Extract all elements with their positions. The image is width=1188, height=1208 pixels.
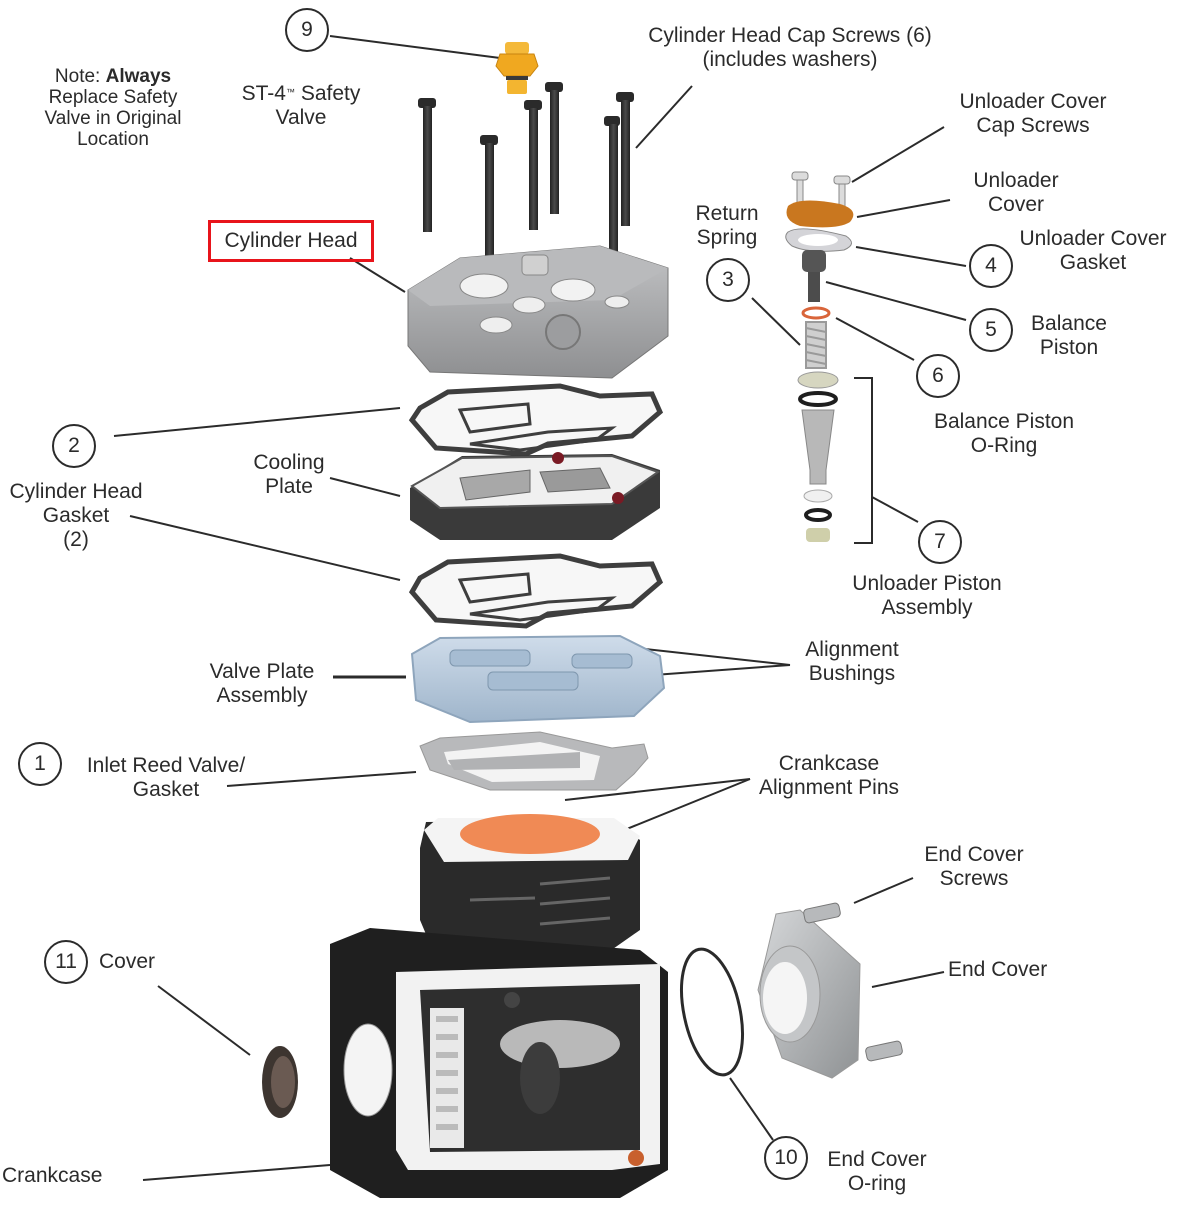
inlet-reed-gasket-part [419, 731, 649, 791]
safety-valve-part [495, 42, 539, 94]
cylinder-head-highlight-box [208, 220, 374, 262]
callout-4: 4 [969, 244, 1013, 288]
unloader-piston-assembly-part [797, 371, 839, 542]
end-cover-oring-part [680, 947, 744, 1077]
cooling-plate-label: Cooling Plate [253, 451, 325, 498]
inlet-reed-valve-label: Inlet Reed Valve/ Gasket [86, 754, 246, 801]
unloader-cap-screws-part [791, 171, 851, 209]
callout-3: 3 [706, 258, 750, 302]
cap-screws-label: Cylinder Head Cap Screws (6) (includes w… [648, 24, 932, 71]
end-cover-part [757, 909, 861, 1079]
note-bold: Always [105, 66, 172, 87]
crankcase-part [330, 814, 668, 1198]
unloader-cover-gasket-label: Unloader Cover Gasket [1019, 227, 1167, 274]
unloader-cover-cap-screws-label: Unloader Cover Cap Screws [959, 90, 1107, 137]
note-line-2: Valve in Original [44, 108, 182, 129]
callout-10: 10 [764, 1136, 808, 1180]
balance-piston-part [802, 250, 826, 302]
return-spring-label: Return Spring [695, 202, 759, 249]
note-line-3: Location [77, 129, 149, 150]
unloader-gasket-part [785, 228, 852, 252]
cover-label: Cover [99, 950, 156, 973]
callout-11: 11 [44, 940, 88, 984]
callout-2: 2 [52, 424, 96, 468]
cooling-plate-part [410, 452, 661, 540]
valve-plate-assembly-label: Valve Plate Assembly [209, 660, 315, 707]
balance-piston-oring-part [801, 306, 831, 320]
callout-6: 6 [916, 354, 960, 398]
note-label: Note: Always Replace Safety Valve in Ori… [30, 66, 196, 150]
end-cover-screws-part [803, 902, 903, 1062]
alignment-bushings-label: Alignment Bushings [805, 638, 899, 685]
cap-screws-part [418, 82, 634, 269]
crankcase-alignment-pins-label: Crankcase Alignment Pins [758, 752, 900, 799]
valve-plate-part [410, 634, 666, 724]
callout-7: 7 [918, 520, 962, 564]
cover-cap-part [262, 1046, 298, 1118]
unloader-cover-part [786, 200, 854, 228]
leader-lines [113, 35, 967, 1181]
end-cover-screws-label: End Cover Screws [924, 843, 1024, 890]
end-cover-label: End Cover [948, 958, 1048, 981]
note-line-1: Replace Safety [48, 87, 178, 108]
unloader-cover-label: Unloader Cover [973, 169, 1059, 216]
cylinder-head-label: Cylinder Head [224, 229, 358, 252]
return-spring-part [805, 321, 827, 369]
crankcase-label: Crankcase [2, 1164, 103, 1187]
cylinder-head-gasket-label: Cylinder Head Gasket (2) [9, 480, 143, 551]
cylinder-head-part [407, 245, 669, 379]
note-prefix: Note: [54, 66, 106, 87]
lower-gasket-part [408, 553, 664, 629]
safety-valve-label: ST-4™ Safety Valve [241, 82, 361, 129]
upper-gasket-part [408, 383, 664, 457]
unloader-piston-assembly-label: Unloader Piston Assembly [852, 572, 1002, 619]
end-cover-oring-label: End Cover O-ring [827, 1148, 927, 1195]
balance-piston-label: Balance Piston [1031, 312, 1107, 359]
callout-1: 1 [18, 742, 62, 786]
callout-9: 9 [285, 8, 329, 52]
balance-piston-oring-label: Balance Piston O-Ring [933, 410, 1075, 457]
callout-5: 5 [969, 308, 1013, 352]
